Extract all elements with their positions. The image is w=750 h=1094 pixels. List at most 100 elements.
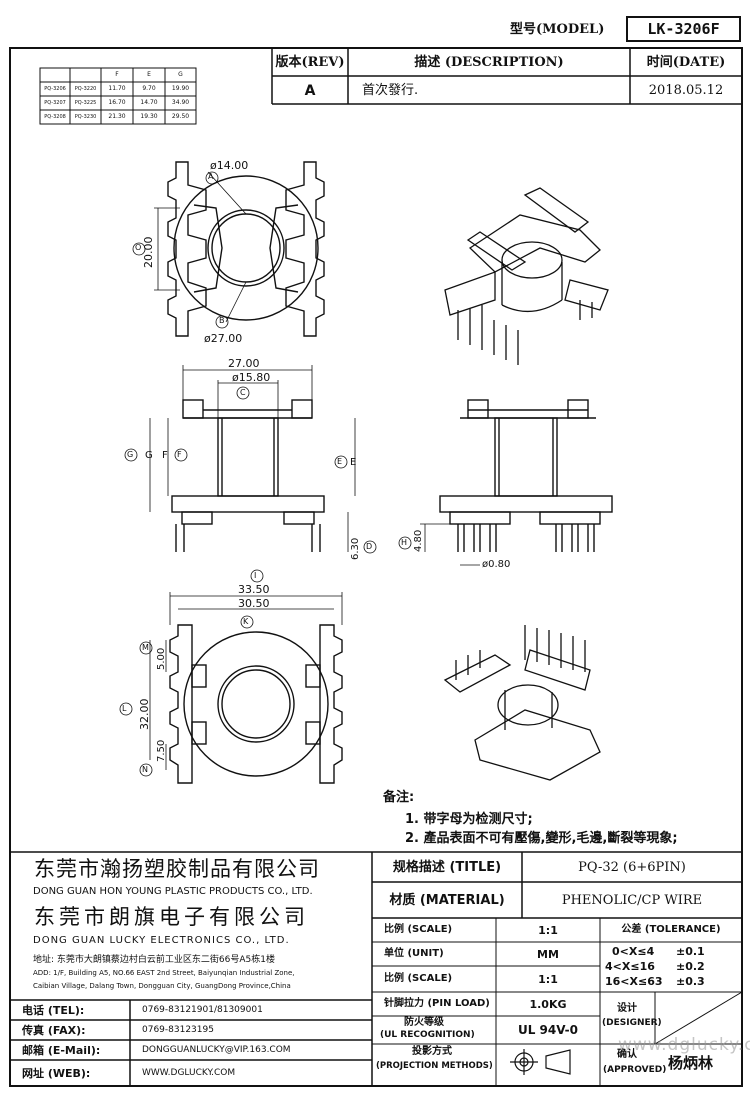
dim-h20: 20.00 xyxy=(142,236,155,269)
balloon-o: O xyxy=(135,243,142,252)
balloon-m: M xyxy=(142,643,149,652)
variant-header-g: G xyxy=(178,71,183,78)
balloon-l: L xyxy=(122,704,127,713)
fax-label: 传真 (FAX): xyxy=(22,1023,86,1037)
company-name-2: 东莞市朗旗电子有限公司 xyxy=(34,905,309,929)
proj-label-cn: 投影方式 xyxy=(412,1046,452,1057)
balloon-b: B xyxy=(219,316,225,325)
scale2-value: 1:1 xyxy=(538,972,558,986)
dim-630: 6.30 xyxy=(350,537,361,560)
title-label: 规格描述 (TITLE) xyxy=(392,859,502,875)
pin-load-value: 1.0KG xyxy=(529,997,567,1011)
dim-d14: ø14.00 xyxy=(210,159,249,172)
top-view xyxy=(167,161,325,337)
tel-label: 电话 (TEL): xyxy=(22,1003,85,1017)
tolerance-label: 公差 (TOLERANCE) xyxy=(621,924,721,935)
balloon-a: A xyxy=(208,172,214,181)
model-value: LK-3206F xyxy=(647,19,720,38)
ul-label-cn: 防火等级 xyxy=(404,1017,444,1028)
tel-value: 0769-83121901/81309001 xyxy=(142,1004,263,1015)
dim-d15: ø15.80 xyxy=(232,371,271,384)
note-2: 2. 產品表面不可有壓傷,變形,毛邊,斷裂等現象; xyxy=(405,831,678,846)
web-label: 网址 (WEB): xyxy=(22,1066,91,1080)
balloon-e: E xyxy=(337,457,343,466)
table-cell: 34.90 xyxy=(171,99,190,106)
iso-view-bottom xyxy=(443,625,601,781)
balloon-c: C xyxy=(240,388,246,397)
table-cell: 19.30 xyxy=(140,113,158,120)
tol-range-2: 4<X≤16 xyxy=(605,960,655,973)
tol-range-1: 0<X≤4 xyxy=(612,945,655,958)
dim-d27: ø27.00 xyxy=(204,332,243,345)
desc-header: 描述 (DESCRIPTION) xyxy=(414,55,564,70)
balloon-i: I xyxy=(254,571,257,580)
pin-load-label: 针脚拉力 (PIN LOAD) xyxy=(384,998,490,1009)
address-en-1: ADD: 1/F, Building A5, NO.66 EAST 2nd St… xyxy=(33,969,295,977)
date-value: 2018.05.12 xyxy=(648,83,724,98)
tol-value-3: ±0.3 xyxy=(676,975,705,988)
dim-pin: ø0.80 xyxy=(482,559,511,570)
proj-label-en: (PROJECTION METHODS) xyxy=(376,1061,493,1071)
watermark: www.dglucky.com xyxy=(618,1035,750,1055)
approved-label-cn: 确认 xyxy=(617,1049,637,1060)
date-header: 时间(DATE) xyxy=(646,55,726,70)
note-1: 1. 带字母为检测尺寸; xyxy=(405,812,533,827)
designer-label-en: (DESIGNER) xyxy=(602,1018,662,1028)
approved-name: 杨炳林 xyxy=(668,1054,714,1072)
scale2-label: 比例 (SCALE) xyxy=(384,973,453,984)
table-cell: PQ-3220 xyxy=(74,85,97,92)
dim-e: E xyxy=(350,457,357,468)
unit-value: MM xyxy=(537,947,559,961)
material-value: PHENOLIC/CP WIRE xyxy=(561,892,703,908)
ul-label-en: (UL RECOGNITION) xyxy=(380,1030,475,1040)
balloon-h: H xyxy=(401,538,408,547)
designer-label-cn: 设计 xyxy=(617,1003,637,1014)
dim-g: G xyxy=(145,450,153,461)
tol-value-2: ±0.2 xyxy=(676,960,705,973)
title-value: PQ-32 (6+6PIN) xyxy=(578,859,686,875)
table-cell: 21.30 xyxy=(108,113,126,120)
side-view xyxy=(439,399,613,552)
front-view xyxy=(171,399,325,552)
model-label: 型号(MODEL) xyxy=(510,22,605,37)
scale-label: 比例 (SCALE) xyxy=(384,924,453,935)
balloon-k: K xyxy=(243,617,249,626)
address-en-2: Caibian Village, Dalang Town, Dongguan C… xyxy=(33,982,291,990)
fax-value: 0769-83123195 xyxy=(142,1024,214,1035)
web-link[interactable]: WWW.DGLUCKY.COM xyxy=(142,1067,236,1078)
company-name-1: 东莞市瀚扬塑胶制品有限公司 xyxy=(34,857,320,881)
approved-label-en: (APPROVED) xyxy=(603,1065,667,1075)
table-cell: 9.70 xyxy=(142,85,156,92)
table-cell: PQ-3230 xyxy=(74,113,97,120)
table-cell: 14.70 xyxy=(140,99,158,106)
table-cell: 19.90 xyxy=(171,85,190,92)
table-cell: PQ-3206 xyxy=(44,85,66,92)
iso-view-top xyxy=(444,187,609,365)
ul-value: UL 94V-0 xyxy=(517,1023,578,1037)
table-cell: 29.50 xyxy=(171,113,190,120)
table-cell: 16.70 xyxy=(108,99,126,106)
balloon-n: N xyxy=(142,765,148,774)
projection-symbol xyxy=(510,1049,571,1075)
balloon-f: F xyxy=(177,450,182,459)
dim-480: 4.80 xyxy=(413,529,424,552)
table-cell: PQ-3207 xyxy=(44,99,66,106)
dim-w27: 27.00 xyxy=(228,357,260,370)
table-cell: PQ-3208 xyxy=(44,113,66,120)
email-link[interactable]: DONGGUANLUCKY@VIP.163.COM xyxy=(142,1044,291,1055)
material-label: 材质 (MATERIAL) xyxy=(389,892,505,908)
dim-750: 7.50 xyxy=(156,739,167,762)
dim-3350: 33.50 xyxy=(238,583,270,596)
dim-f: F xyxy=(162,450,168,461)
balloon-d: D xyxy=(366,542,373,551)
scale-value: 1:1 xyxy=(538,923,558,937)
company-name-2-en: DONG GUAN LUCKY ELECTRONICS CO., LTD. xyxy=(33,935,290,946)
table-cell: PQ-3225 xyxy=(74,99,97,106)
unit-label: 单位 (UNIT) xyxy=(384,948,444,959)
notes-title: 备注: xyxy=(383,790,415,805)
rev-header: 版本(REV) xyxy=(275,55,345,70)
tol-value-1: ±0.1 xyxy=(676,945,705,958)
table-cell: 11.70 xyxy=(108,85,126,92)
dim-3200: 32.00 xyxy=(138,698,151,731)
